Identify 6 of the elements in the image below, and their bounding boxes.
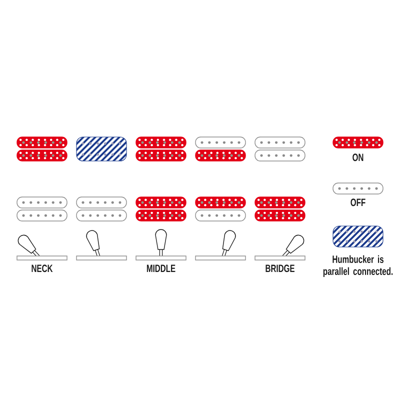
legend-label: ON [352,154,364,162]
position-label: MIDDLE [146,264,176,272]
legend-label: Humbucker is parallel connected. [323,255,393,278]
position-label: BRIDGE [266,264,294,272]
position-label: NECK [32,264,53,272]
legend-label: OFF [350,198,366,206]
